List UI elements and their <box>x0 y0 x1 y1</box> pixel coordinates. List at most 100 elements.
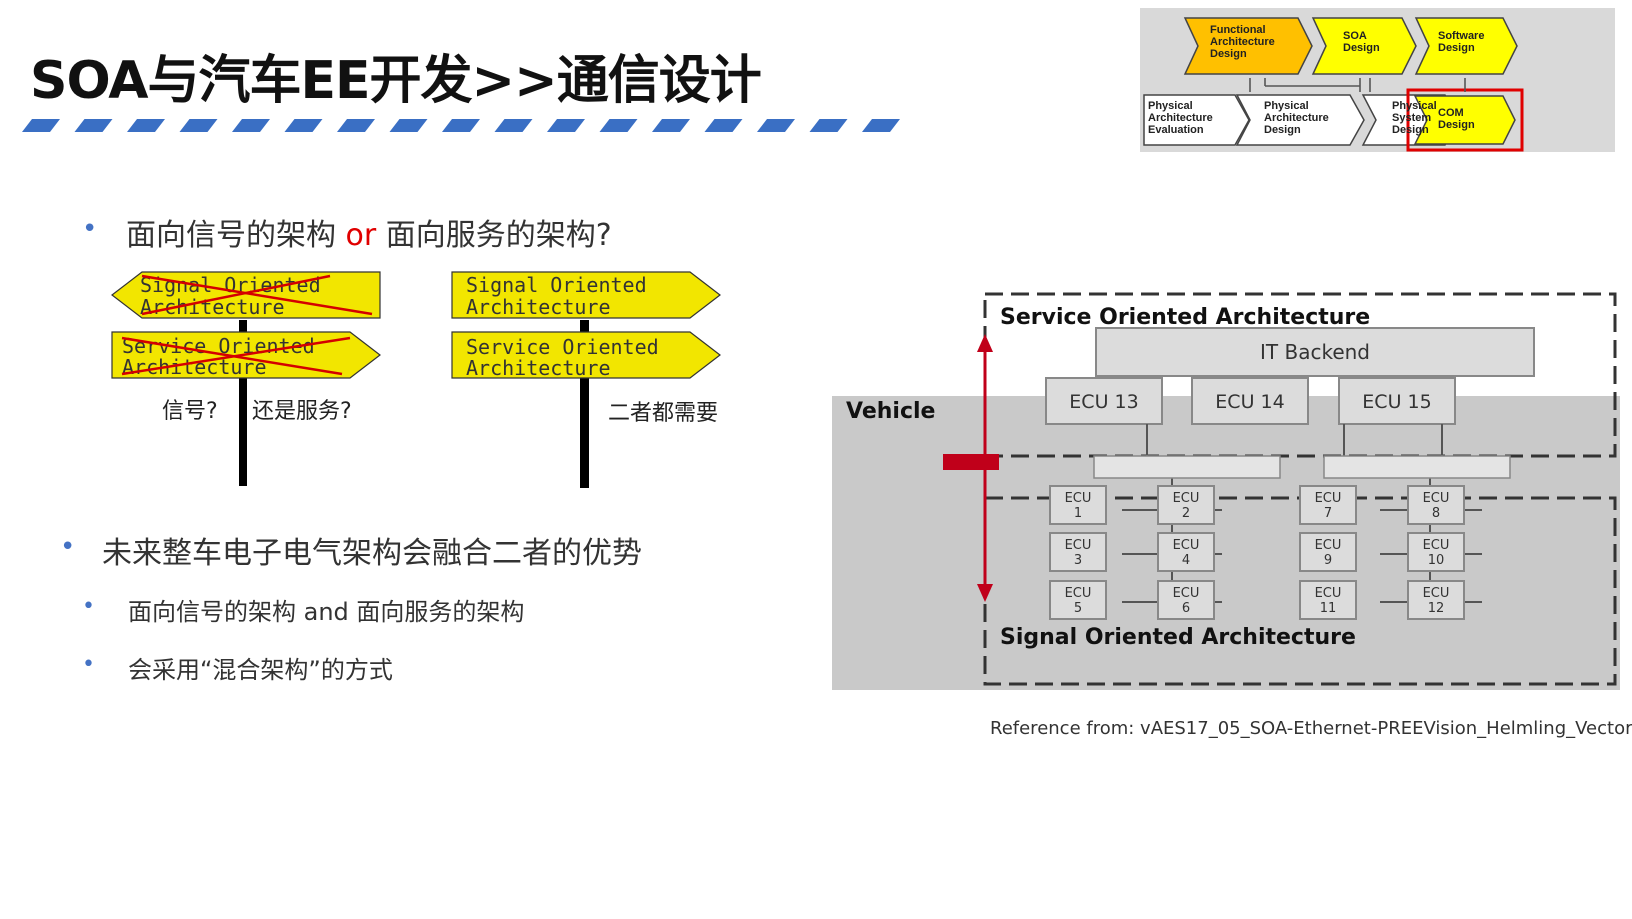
bus-bar-right <box>1323 455 1511 479</box>
gateway-ecu-label: ECU 14 <box>1215 391 1284 413</box>
dash-segment <box>284 119 323 132</box>
right-caption: 二者都需要 <box>608 401 718 426</box>
vehicle-label: Vehicle <box>846 399 935 424</box>
bullet-1-part2: 面向服务的架构? <box>376 218 612 253</box>
dash-segment <box>704 119 743 132</box>
bullet-1: 面向信号的架构 or 面向服务的架构? <box>126 210 612 254</box>
dash-segment <box>442 119 480 132</box>
dash-segment <box>22 119 60 132</box>
flow-chevron-phys-eval <box>1143 94 1250 146</box>
bullet-2-dot: • <box>60 532 76 562</box>
dash-segment <box>389 119 428 132</box>
page-title: SOA与汽车EE开发>>通信设计 <box>30 51 762 111</box>
signpost-illustration: Signal Oriented Architecture Service Ori… <box>110 270 790 515</box>
gateway-ecu-label: ECU 15 <box>1362 391 1431 413</box>
gateway-ecus: ECU 13 ECU 14 ECU 15 <box>1045 377 1456 425</box>
ecu-box <box>1157 580 1215 620</box>
flow-chevron-functional <box>1183 17 1313 75</box>
right-sign-signal <box>451 271 721 319</box>
ecu-box <box>1407 580 1465 620</box>
reference-note: Reference from: vAES17_05_SOA-Ethernet-P… <box>990 718 1632 739</box>
architecture-diagram: Service Oriented Architecture IT Backend… <box>832 292 1620 707</box>
left-caption-service: 还是服务? <box>252 399 352 424</box>
dash-segment <box>494 119 533 132</box>
title-dashed-underline <box>22 119 900 132</box>
dash-segment <box>862 119 900 132</box>
gateway-ecu-box <box>1338 377 1456 425</box>
right-sign-service-line1: Service Oriented <box>466 335 659 359</box>
ecu-box <box>1157 532 1215 572</box>
dash-segment <box>74 119 113 132</box>
dash-segment <box>179 119 218 132</box>
integration-arrow <box>943 334 999 602</box>
flow-chevron-com <box>1413 95 1516 145</box>
ecu-box <box>1049 485 1107 525</box>
vehicle-area <box>832 396 1620 690</box>
dash-segment <box>337 119 375 132</box>
bullet-2-sub1: 面向信号的架构 and 面向服务的架构 <box>128 598 525 626</box>
signal-label: Signal Oriented Architecture <box>1000 625 1356 650</box>
ecu-box <box>1299 532 1357 572</box>
flow-connectors <box>1249 78 1466 92</box>
left-post <box>239 320 247 486</box>
bullet-1-part1: 面向信号的架构 <box>126 218 346 253</box>
dash-segment <box>127 119 165 132</box>
gateway-ecu-box <box>1191 377 1309 425</box>
soa-boundary <box>983 292 1617 458</box>
right-sign-service <box>451 331 721 379</box>
flow-chevron-phys-arch <box>1235 94 1365 146</box>
right-sign-service-line2: Architecture <box>466 356 611 380</box>
bullet-2-sub2-dot: • <box>82 652 95 677</box>
ecu-box <box>1407 532 1465 572</box>
left-sign-service-line2: Architecture <box>122 355 267 379</box>
bullet-2: 未来整车电子电气架构会融合二者的优势 <box>102 536 642 571</box>
flow-chevron-soa <box>1311 17 1417 75</box>
dash-segment <box>809 119 848 132</box>
soa-label: Service Oriented Architecture <box>1000 305 1370 330</box>
it-backend-box <box>1095 327 1535 377</box>
ecu-box <box>1299 580 1357 620</box>
dash-segment <box>757 119 795 132</box>
ecu-box <box>1407 485 1465 525</box>
left-sign-crosses <box>121 274 373 376</box>
ecu-box <box>1299 485 1357 525</box>
ecu-box <box>1049 532 1107 572</box>
gateway-ecu-label: ECU 13 <box>1069 391 1138 413</box>
dash-segment <box>232 119 270 132</box>
bus-bar-left <box>1093 455 1281 479</box>
left-caption-signal: 信号? <box>162 399 218 424</box>
ecu-box <box>1049 580 1107 620</box>
flow-chevron-software <box>1414 17 1518 75</box>
gateway-ecu-box <box>1045 377 1163 425</box>
bullet-1-or: or <box>345 218 377 253</box>
bullet-2-sub2: 会采用“混合架构”的方式 <box>128 656 393 684</box>
dash-segment <box>599 119 638 132</box>
right-post <box>580 320 589 488</box>
right-sign-signal-line2: Architecture <box>466 295 611 319</box>
ecu-box <box>1157 485 1215 525</box>
it-backend-label: IT Backend <box>1260 340 1370 364</box>
left-sign-signal-line1: Signal Oriented <box>140 273 321 297</box>
dash-segment <box>652 119 690 132</box>
